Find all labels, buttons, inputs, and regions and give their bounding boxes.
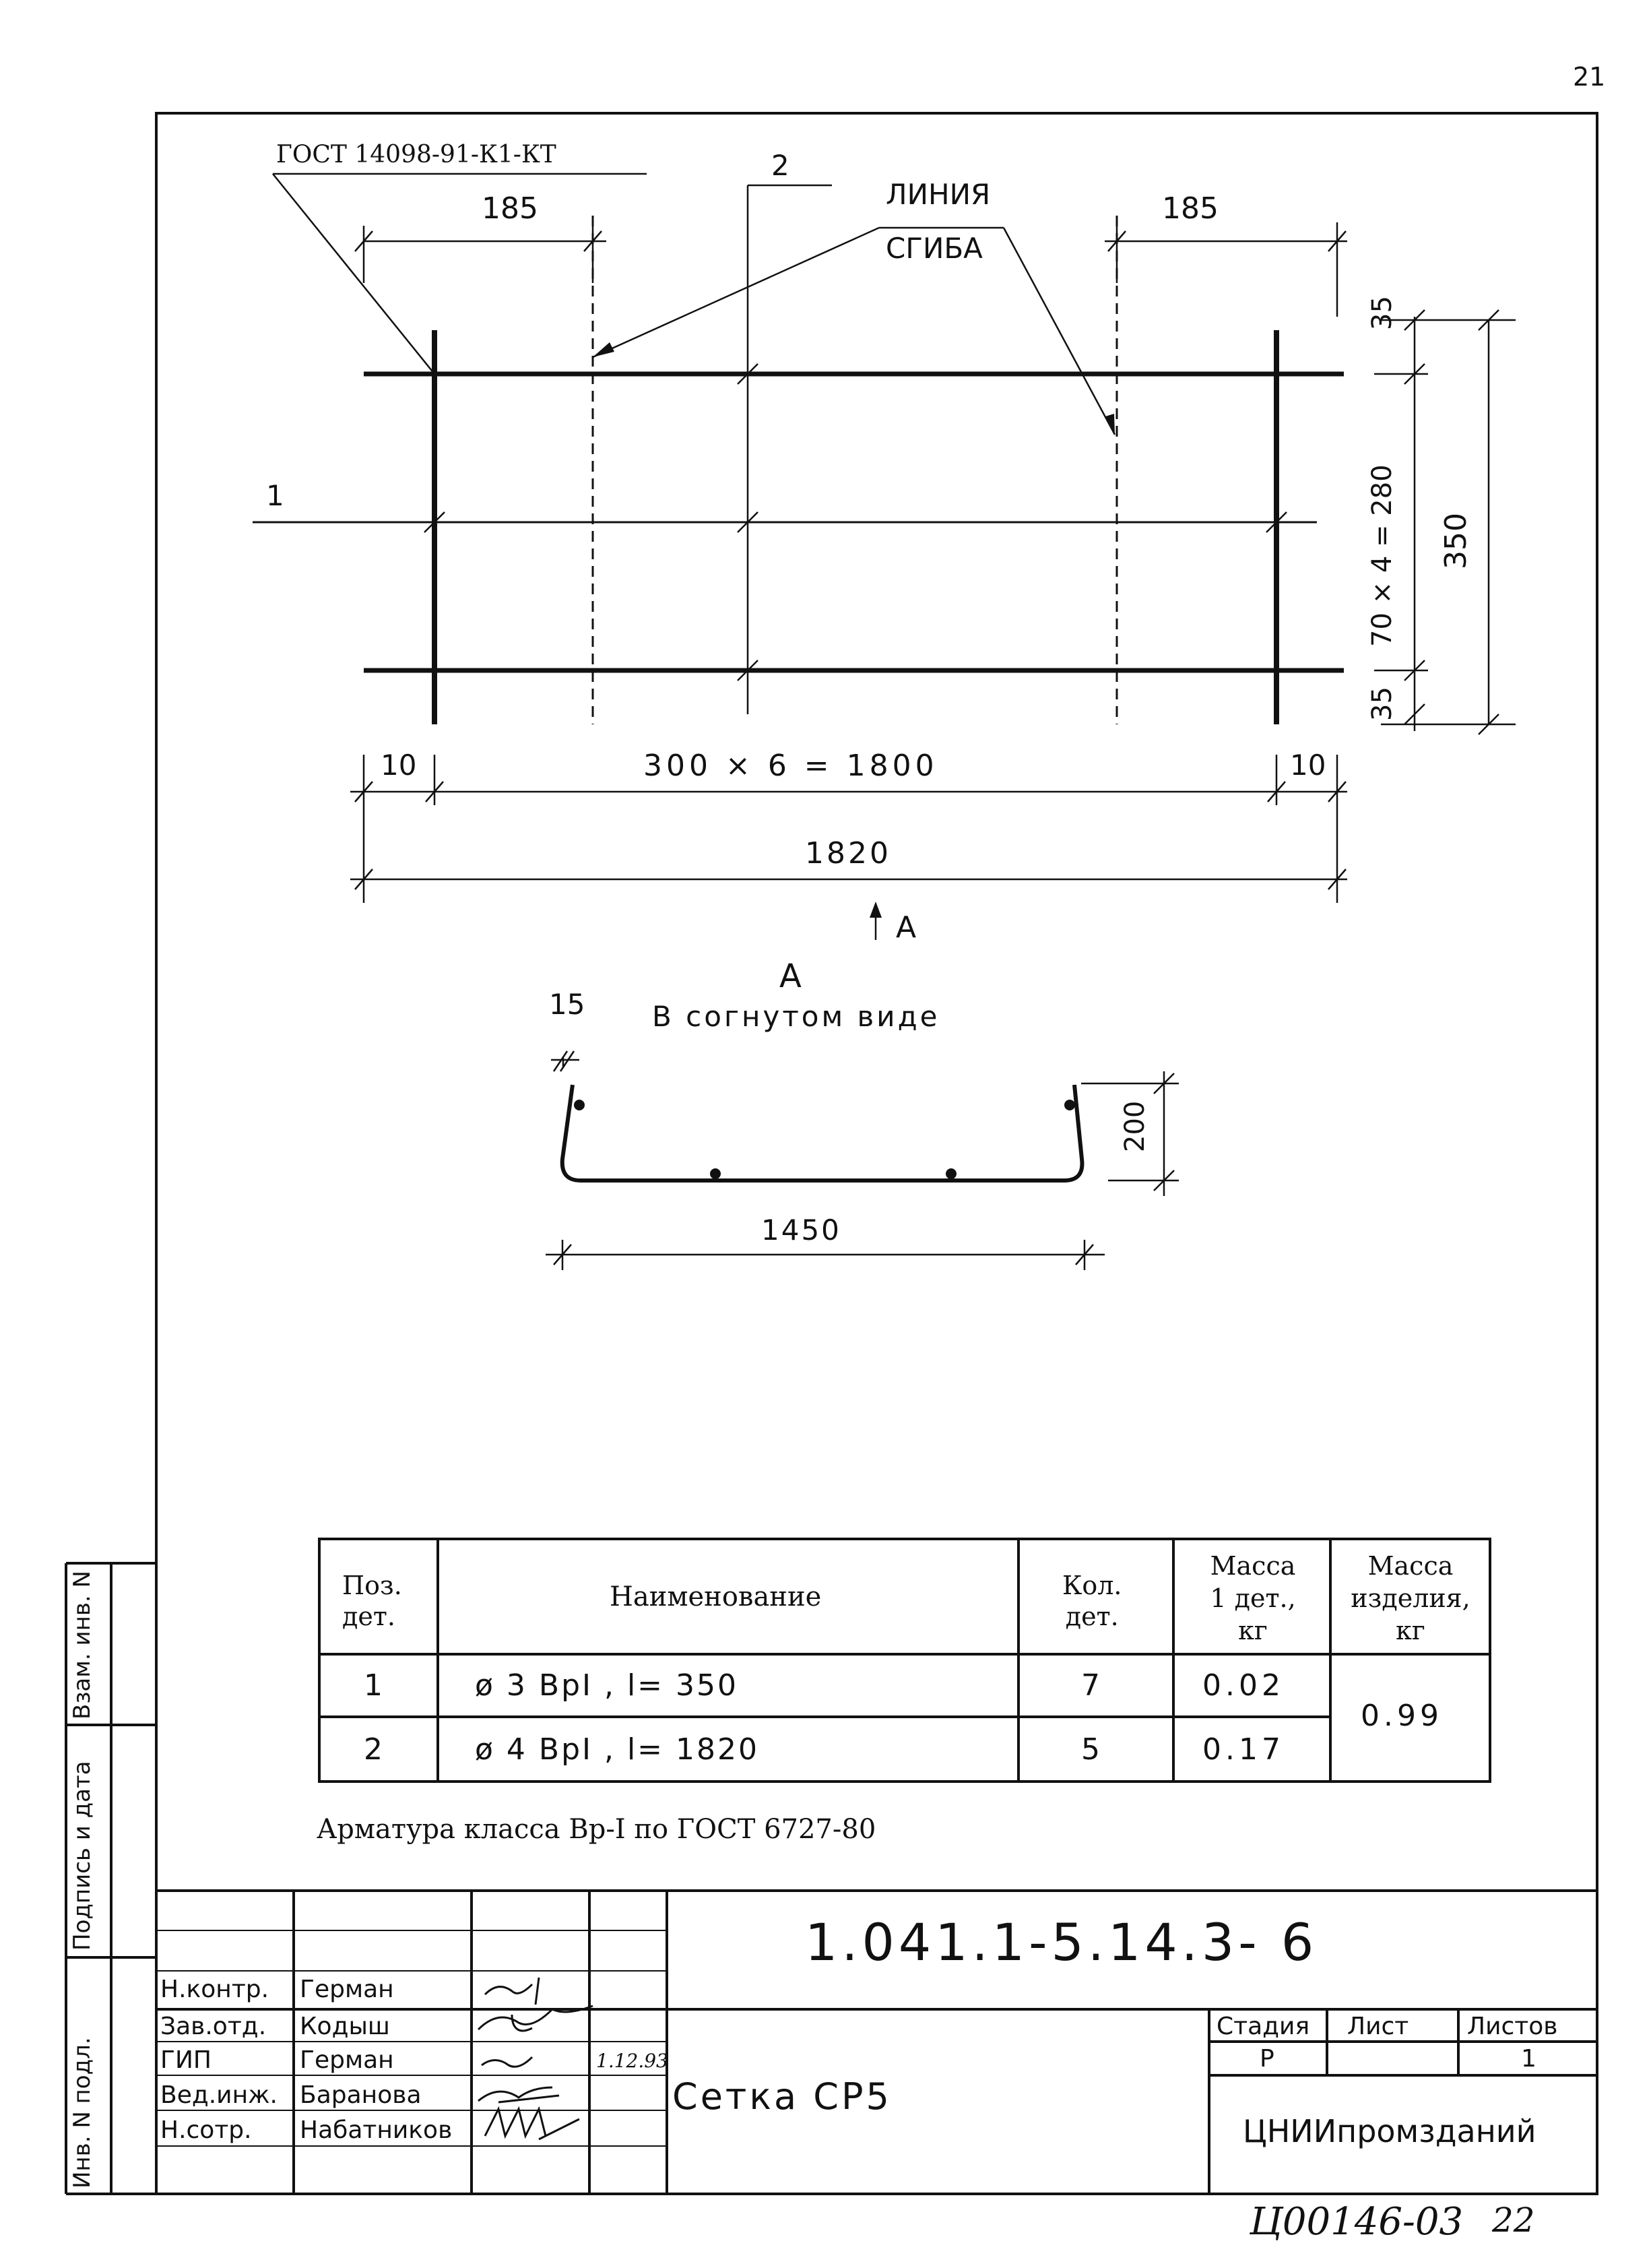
- position-label-1: 1: [266, 479, 284, 512]
- section-title: А: [779, 957, 802, 995]
- row1-qty: 7: [1081, 1668, 1100, 1703]
- spec-table-grid: [318, 1538, 1491, 1783]
- header-name: Наименование: [610, 1581, 822, 1612]
- name-n-sotr: Набатников: [300, 2116, 453, 2144]
- role-zav-otd: Зав.отд.: [160, 2013, 267, 2040]
- side-stamp-podpis: Подпись и дата: [69, 1761, 96, 1951]
- role-ved-inzh: Вед.инж.: [160, 2081, 278, 2109]
- bent-mesh-profile: [560, 1084, 1085, 1183]
- dim-35-top: 35: [1367, 296, 1398, 330]
- dim-1450: 1450: [761, 1214, 841, 1247]
- sheets-header: Листов: [1467, 2013, 1558, 2040]
- row1-name: ø 3 ВрI , l= 350: [475, 1668, 738, 1703]
- name-zav-otd: Кодыш: [300, 2013, 390, 2040]
- side-stamp-inv-podl: Инв. N подл.: [69, 2037, 96, 2188]
- name-n-kontr: Герман: [300, 1976, 394, 2003]
- dim-70x4: 70 × 4 = 280: [1367, 464, 1398, 647]
- dim-185-left: 185: [482, 191, 538, 226]
- row2-mass: 0.17: [1202, 1732, 1285, 1767]
- date-gip: 1.12.93: [596, 2050, 668, 2072]
- bend-line-label-2: СГИБА: [886, 232, 983, 265]
- doc-code: 1.041.1-5.14.3- 6: [805, 1912, 1318, 1972]
- dim-185-right: 185: [1162, 191, 1219, 226]
- role-n-kontr: Н.контр.: [160, 1976, 269, 2003]
- reinforcement-note: Арматура класса Вр-I по ГОСТ 6727-80: [317, 1814, 876, 1845]
- row2-pos: 2: [364, 1732, 383, 1767]
- organization: ЦНИИпромзданий: [1243, 2113, 1536, 2149]
- dim-10-right: 10: [1290, 749, 1326, 782]
- sheet-title: Сетка СР5: [672, 2075, 892, 2118]
- role-gip: ГИП: [160, 2046, 212, 2074]
- row1-mass: 0.02: [1202, 1668, 1285, 1703]
- dim-1820: 1820: [805, 836, 891, 871]
- row1-pos: 1: [364, 1668, 383, 1703]
- page-number: 21: [1573, 62, 1606, 92]
- dim-350: 350: [1439, 513, 1473, 569]
- row2-name: ø 4 ВрI , l= 1820: [475, 1732, 759, 1767]
- row2-qty: 5: [1081, 1732, 1100, 1767]
- dim-35-bottom: 35: [1367, 687, 1398, 721]
- stage-header: Стадия: [1217, 2013, 1310, 2040]
- name-gip: Герман: [300, 2046, 394, 2074]
- sheet-frame: [155, 112, 1598, 2195]
- dim-15: 15: [549, 988, 585, 1021]
- view-arrow-label: А: [896, 910, 917, 945]
- dim-200: 200: [1120, 1100, 1151, 1152]
- bend-line-label-1: ЛИНИЯ: [886, 178, 991, 211]
- title-block-grid: [156, 1889, 1597, 2194]
- archive-stamp: Ц00146-03: [1250, 2200, 1464, 2244]
- dim-300x6: 300 × 6 = 1800: [643, 749, 938, 783]
- total-mass: 0.99: [1361, 1699, 1443, 1733]
- gost-note: ГОСТ 14098-91-К1-КТ: [276, 141, 556, 168]
- section-subtitle: В согнутом виде: [652, 1000, 940, 1033]
- signatures: [477, 1977, 593, 2141]
- name-ved-inzh: Баранова: [300, 2081, 422, 2109]
- dim-10-left: 10: [381, 749, 417, 782]
- sheet-header: Лист: [1347, 2013, 1409, 2040]
- archive-sheet: 22: [1492, 2201, 1535, 2240]
- role-n-sotr: Н.сотр.: [160, 2116, 252, 2144]
- header-qty: Кол.дет.: [1062, 1571, 1122, 1631]
- sheets-value: 1: [1521, 2045, 1536, 2073]
- stage-value: Р: [1260, 2045, 1274, 2073]
- header-pos: Поз.дет.: [342, 1571, 402, 1631]
- side-stamp-vzam: Взам. инв. N: [69, 1571, 96, 1720]
- position-label-2: 2: [771, 149, 789, 182]
